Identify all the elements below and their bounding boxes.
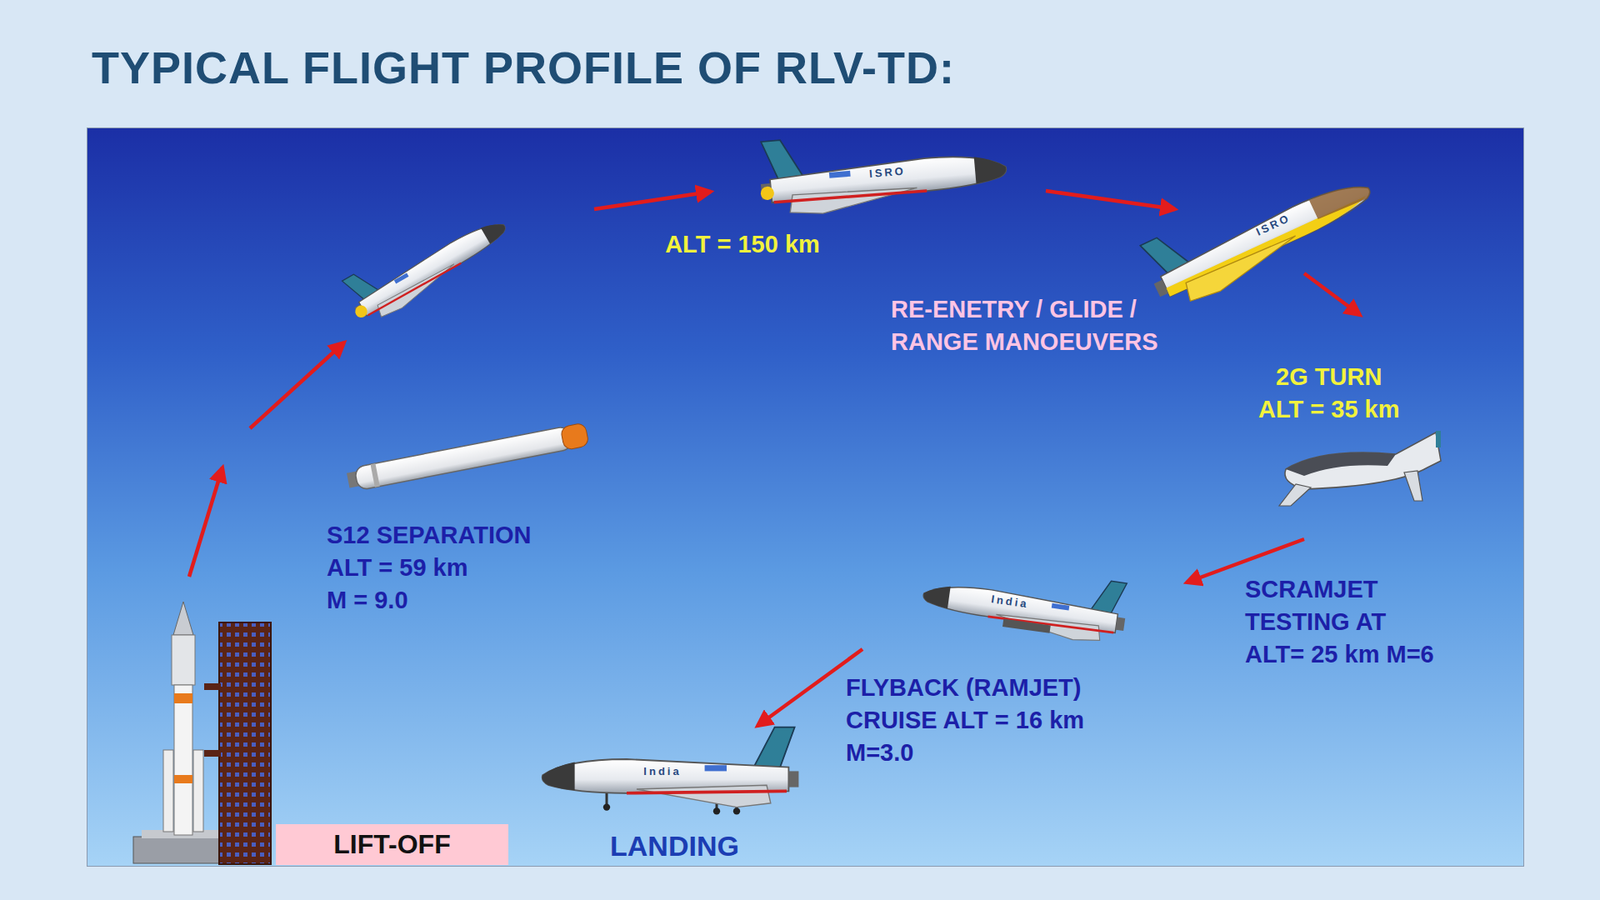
turning-vehicle (1279, 430, 1441, 506)
turning-vehicle-part (1404, 470, 1423, 501)
landing-vehicle-part (733, 807, 740, 815)
flight-arrows-part (189, 467, 223, 577)
separated-booster-part (560, 422, 590, 450)
launch-rocket-part (163, 750, 174, 832)
apex-vehicle-part (757, 120, 1010, 219)
apex-vehicle-part (760, 185, 775, 200)
launch-rocket-part (173, 601, 194, 635)
ascending-vehicle (338, 196, 515, 330)
flight-arrows-part (594, 191, 711, 210)
reentry-vehicle (1136, 147, 1382, 315)
diagram-title: TYPICAL FLIGHT PROFILE OF RLV-TD: (91, 41, 955, 94)
scramjet-vehicle-part (1002, 619, 1051, 634)
landing-vehicle-part (542, 727, 800, 808)
phase-label: SCRAMJET TESTING AT ALT= 25 km M=6 (1245, 573, 1435, 671)
launch-rocket (163, 601, 204, 835)
stage-box: LIFT-OFF (275, 824, 509, 865)
launch-rocket-part (174, 693, 193, 704)
launch-tower-part (204, 683, 221, 690)
launch-rocket-part (174, 775, 193, 784)
vehicle-marking: ISRO (1253, 210, 1293, 240)
landing-vehicle (542, 727, 800, 815)
turning-vehicle-part (1279, 484, 1311, 506)
scramjet-vehicle (920, 555, 1130, 647)
landing-vehicle-part (603, 803, 610, 810)
phase-label: RE-ENETRY / GLIDE / RANGE MANOEUVERS (890, 293, 1159, 359)
landing-vehicle-part (713, 807, 720, 815)
phase-label: LANDING (610, 827, 740, 866)
launch-rocket-part (174, 685, 193, 835)
vehicle-marking: India (643, 764, 681, 780)
turning-vehicle-part (1285, 452, 1396, 476)
ascending-vehicle-part (340, 196, 515, 329)
phase-label: S12 SEPARATION ALT = 59 km M = 9.0 (326, 519, 531, 617)
flight-arrows-part (1045, 190, 1175, 210)
flight-arrows-part (1304, 273, 1360, 315)
launch-rocket-part (171, 635, 195, 685)
reentry-vehicle-part (1136, 147, 1382, 315)
separated-booster (345, 422, 590, 492)
phase-label: 2G TURN ALT = 35 km (1258, 360, 1400, 426)
separated-booster-part (354, 425, 574, 490)
separated-booster-part (370, 463, 380, 488)
turning-vehicle-part (1435, 430, 1441, 448)
launch-tower-part (219, 622, 271, 865)
launch-rocket-part (193, 750, 204, 832)
vehicle-marking: India (990, 591, 1030, 612)
flight-arrows-part (250, 342, 345, 429)
flight-arrows (189, 190, 1360, 726)
stage-text: LIFT-OFF (333, 829, 450, 860)
ascending-vehicle-part (353, 303, 370, 320)
vehicle-marking: ISRO (868, 163, 906, 181)
launch-tower-part (204, 750, 221, 757)
launch-tower (204, 622, 271, 865)
phase-label: FLYBACK (RAMJET) CRUISE ALT = 16 km M=3.… (845, 671, 1085, 770)
apex-vehicle (755, 120, 1009, 219)
scramjet-vehicle-part (920, 555, 1130, 647)
altitude-label: ALT = 150 km (665, 228, 820, 261)
